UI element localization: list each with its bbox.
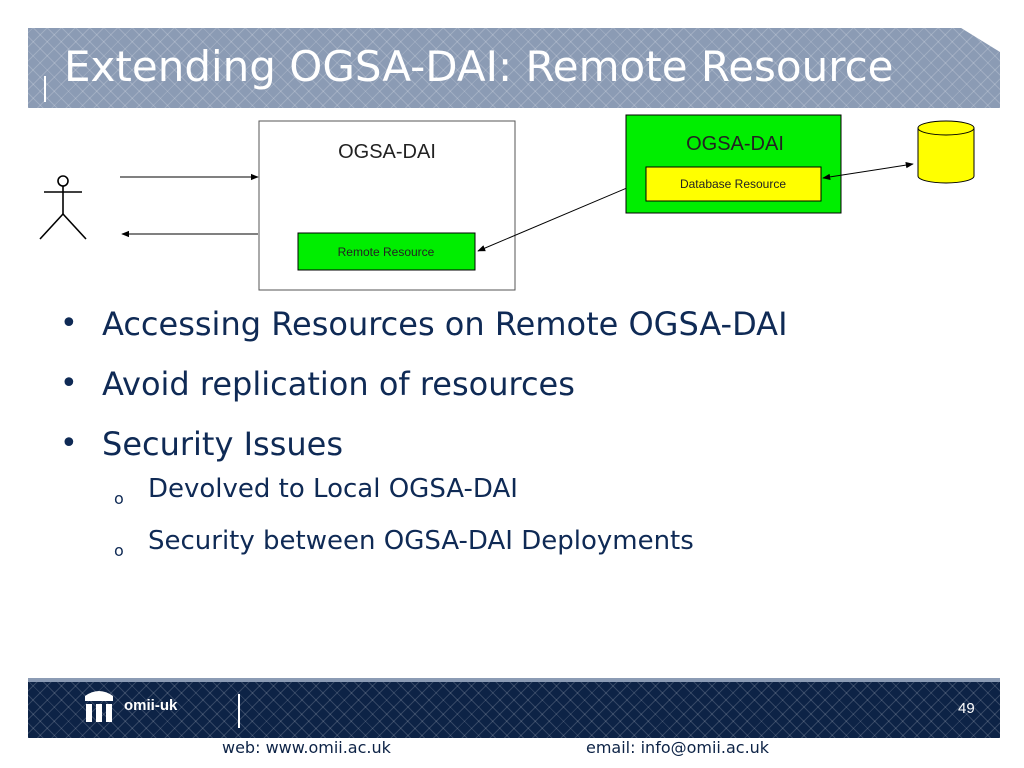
- footer-bar: [28, 682, 1000, 738]
- database-resource-label: Database Resource: [680, 177, 786, 191]
- sub-bullet-item: o Devolved to Local OGSA-DAI: [104, 474, 990, 508]
- local-ogsa-dai-label: OGSA-DAI: [338, 141, 436, 163]
- bullet-text: Accessing Resources on Remote OGSA-DAI: [102, 305, 788, 343]
- bullet-item: • Accessing Resources on Remote OGSA-DAI: [60, 306, 990, 342]
- sub-bullet-marker: o: [114, 489, 124, 508]
- database-resource-box: [645, 166, 822, 202]
- logo-text: omii-uk: [124, 697, 178, 714]
- sub-bullet-text: Devolved to Local OGSA-DAI: [148, 474, 518, 504]
- architecture-diagram: OGSA-DAI Remote Resource OGSA-DAI Databa…: [39, 114, 975, 291]
- bullet-item: • Security Issues o Devolved to Local OGSA…: [60, 425, 990, 560]
- remote-ogsa-dai-label: OGSA-DAI: [686, 133, 784, 155]
- sub-bullet-marker: o: [114, 541, 124, 560]
- bullet-item: • Avoid replication of resources: [60, 366, 990, 402]
- bullet-marker: •: [60, 426, 78, 461]
- bullet-text: Avoid replication of resources: [102, 365, 575, 403]
- sub-bullet-item: o Security between OGSA-DAI Deployments: [104, 526, 990, 560]
- remote-resource-label: Remote Resource: [338, 245, 435, 259]
- bullet-text: Security Issues: [102, 425, 343, 463]
- footer-divider: [238, 694, 240, 728]
- sub-bullet-text: Security between OGSA-DAI Deployments: [148, 526, 694, 556]
- omii-logo-icon: [85, 691, 113, 722]
- remote-link-arrow: [477, 181, 642, 252]
- page-number: 49: [958, 700, 975, 717]
- database-link-arrow: [822, 161, 914, 181]
- footer-accent: [28, 678, 1000, 684]
- title-bar: [28, 28, 1000, 108]
- database-icon: [917, 120, 975, 184]
- bullet-list: •Accessing Resources on Remote OGSA-DAI …: [60, 306, 990, 578]
- footer-email-link[interactable]: email: info@omii.ac.uk: [586, 738, 770, 757]
- bullet-marker: •: [60, 366, 78, 401]
- bullet-marker: •: [60, 306, 78, 341]
- title-accent-line: [44, 76, 46, 102]
- footer-web-link[interactable]: web: www.omii.ac.uk: [222, 738, 391, 757]
- user-icon: [39, 175, 87, 240]
- slide-title: Extending OGSA-DAI: Remote Resource: [64, 42, 894, 91]
- remote-resource-box: [297, 232, 476, 271]
